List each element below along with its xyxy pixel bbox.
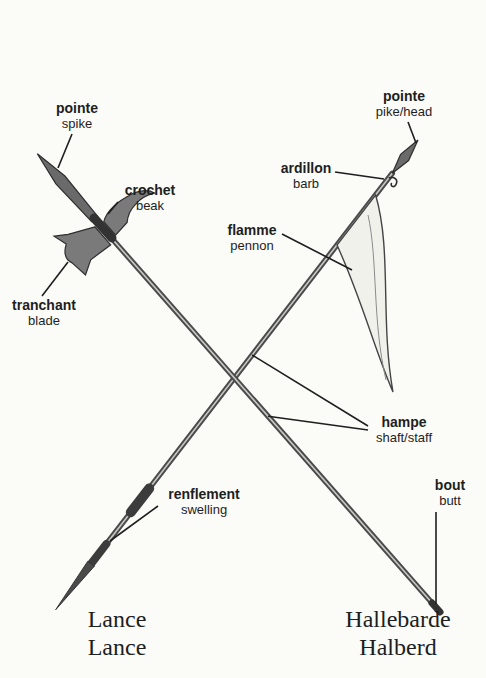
leader-line — [335, 172, 384, 179]
part-label-en: blade — [28, 314, 60, 329]
lance-butt — [56, 561, 95, 609]
leader-lines — [42, 122, 436, 604]
leader-line — [42, 262, 68, 296]
part-label-fr: hampe — [381, 414, 426, 430]
part-label-en: beak — [136, 199, 164, 214]
part-label-fr: flamme — [227, 222, 276, 238]
part-label-en: barb — [293, 177, 319, 192]
weapon-name-fr: Hallebarde — [345, 606, 450, 634]
part-label-fr: pointe — [56, 100, 98, 116]
part-label-fr: pointe — [383, 88, 425, 104]
part-label-en: swelling — [181, 503, 227, 518]
halberd-blade — [54, 227, 111, 275]
leader-line — [408, 122, 416, 143]
part-label-fr: bout — [435, 477, 465, 493]
leader-line — [58, 134, 72, 168]
part-label-en: butt — [439, 494, 461, 509]
lance-pennon — [337, 195, 393, 392]
leader-line — [282, 234, 352, 270]
lance-drawing — [56, 140, 418, 610]
part-label-fr: ardillon — [281, 160, 332, 176]
halberd-spike — [37, 154, 97, 222]
part-label-en: pennon — [230, 239, 273, 254]
pennon-fold — [368, 215, 386, 380]
part-label-fr: tranchant — [12, 297, 76, 313]
leader-line — [268, 416, 368, 430]
part-label-fr: crochet — [125, 182, 176, 198]
lance-head — [392, 140, 418, 173]
weapon-name-fr: Lance — [88, 606, 147, 634]
part-label-en: pike/head — [376, 105, 432, 120]
weapon-name-en: Halberd — [359, 634, 436, 662]
leader-line — [110, 506, 158, 541]
leader-line — [435, 512, 437, 604]
lance-barb — [389, 177, 397, 186]
leader-line — [252, 355, 368, 426]
lance-grip — [91, 544, 106, 564]
part-label-en: shaft/staff — [376, 431, 432, 446]
halberd-socket — [94, 218, 112, 238]
halberd-shaft-highlight — [100, 225, 440, 612]
part-label-fr: renflement — [168, 486, 240, 502]
lance-swelling — [131, 489, 149, 513]
part-label-en: spike — [62, 117, 92, 132]
leader-line — [108, 202, 118, 214]
weapon-name-en: Lance — [88, 634, 147, 662]
halberd-shaft — [100, 225, 440, 612]
halberd-drawing — [37, 154, 440, 612]
